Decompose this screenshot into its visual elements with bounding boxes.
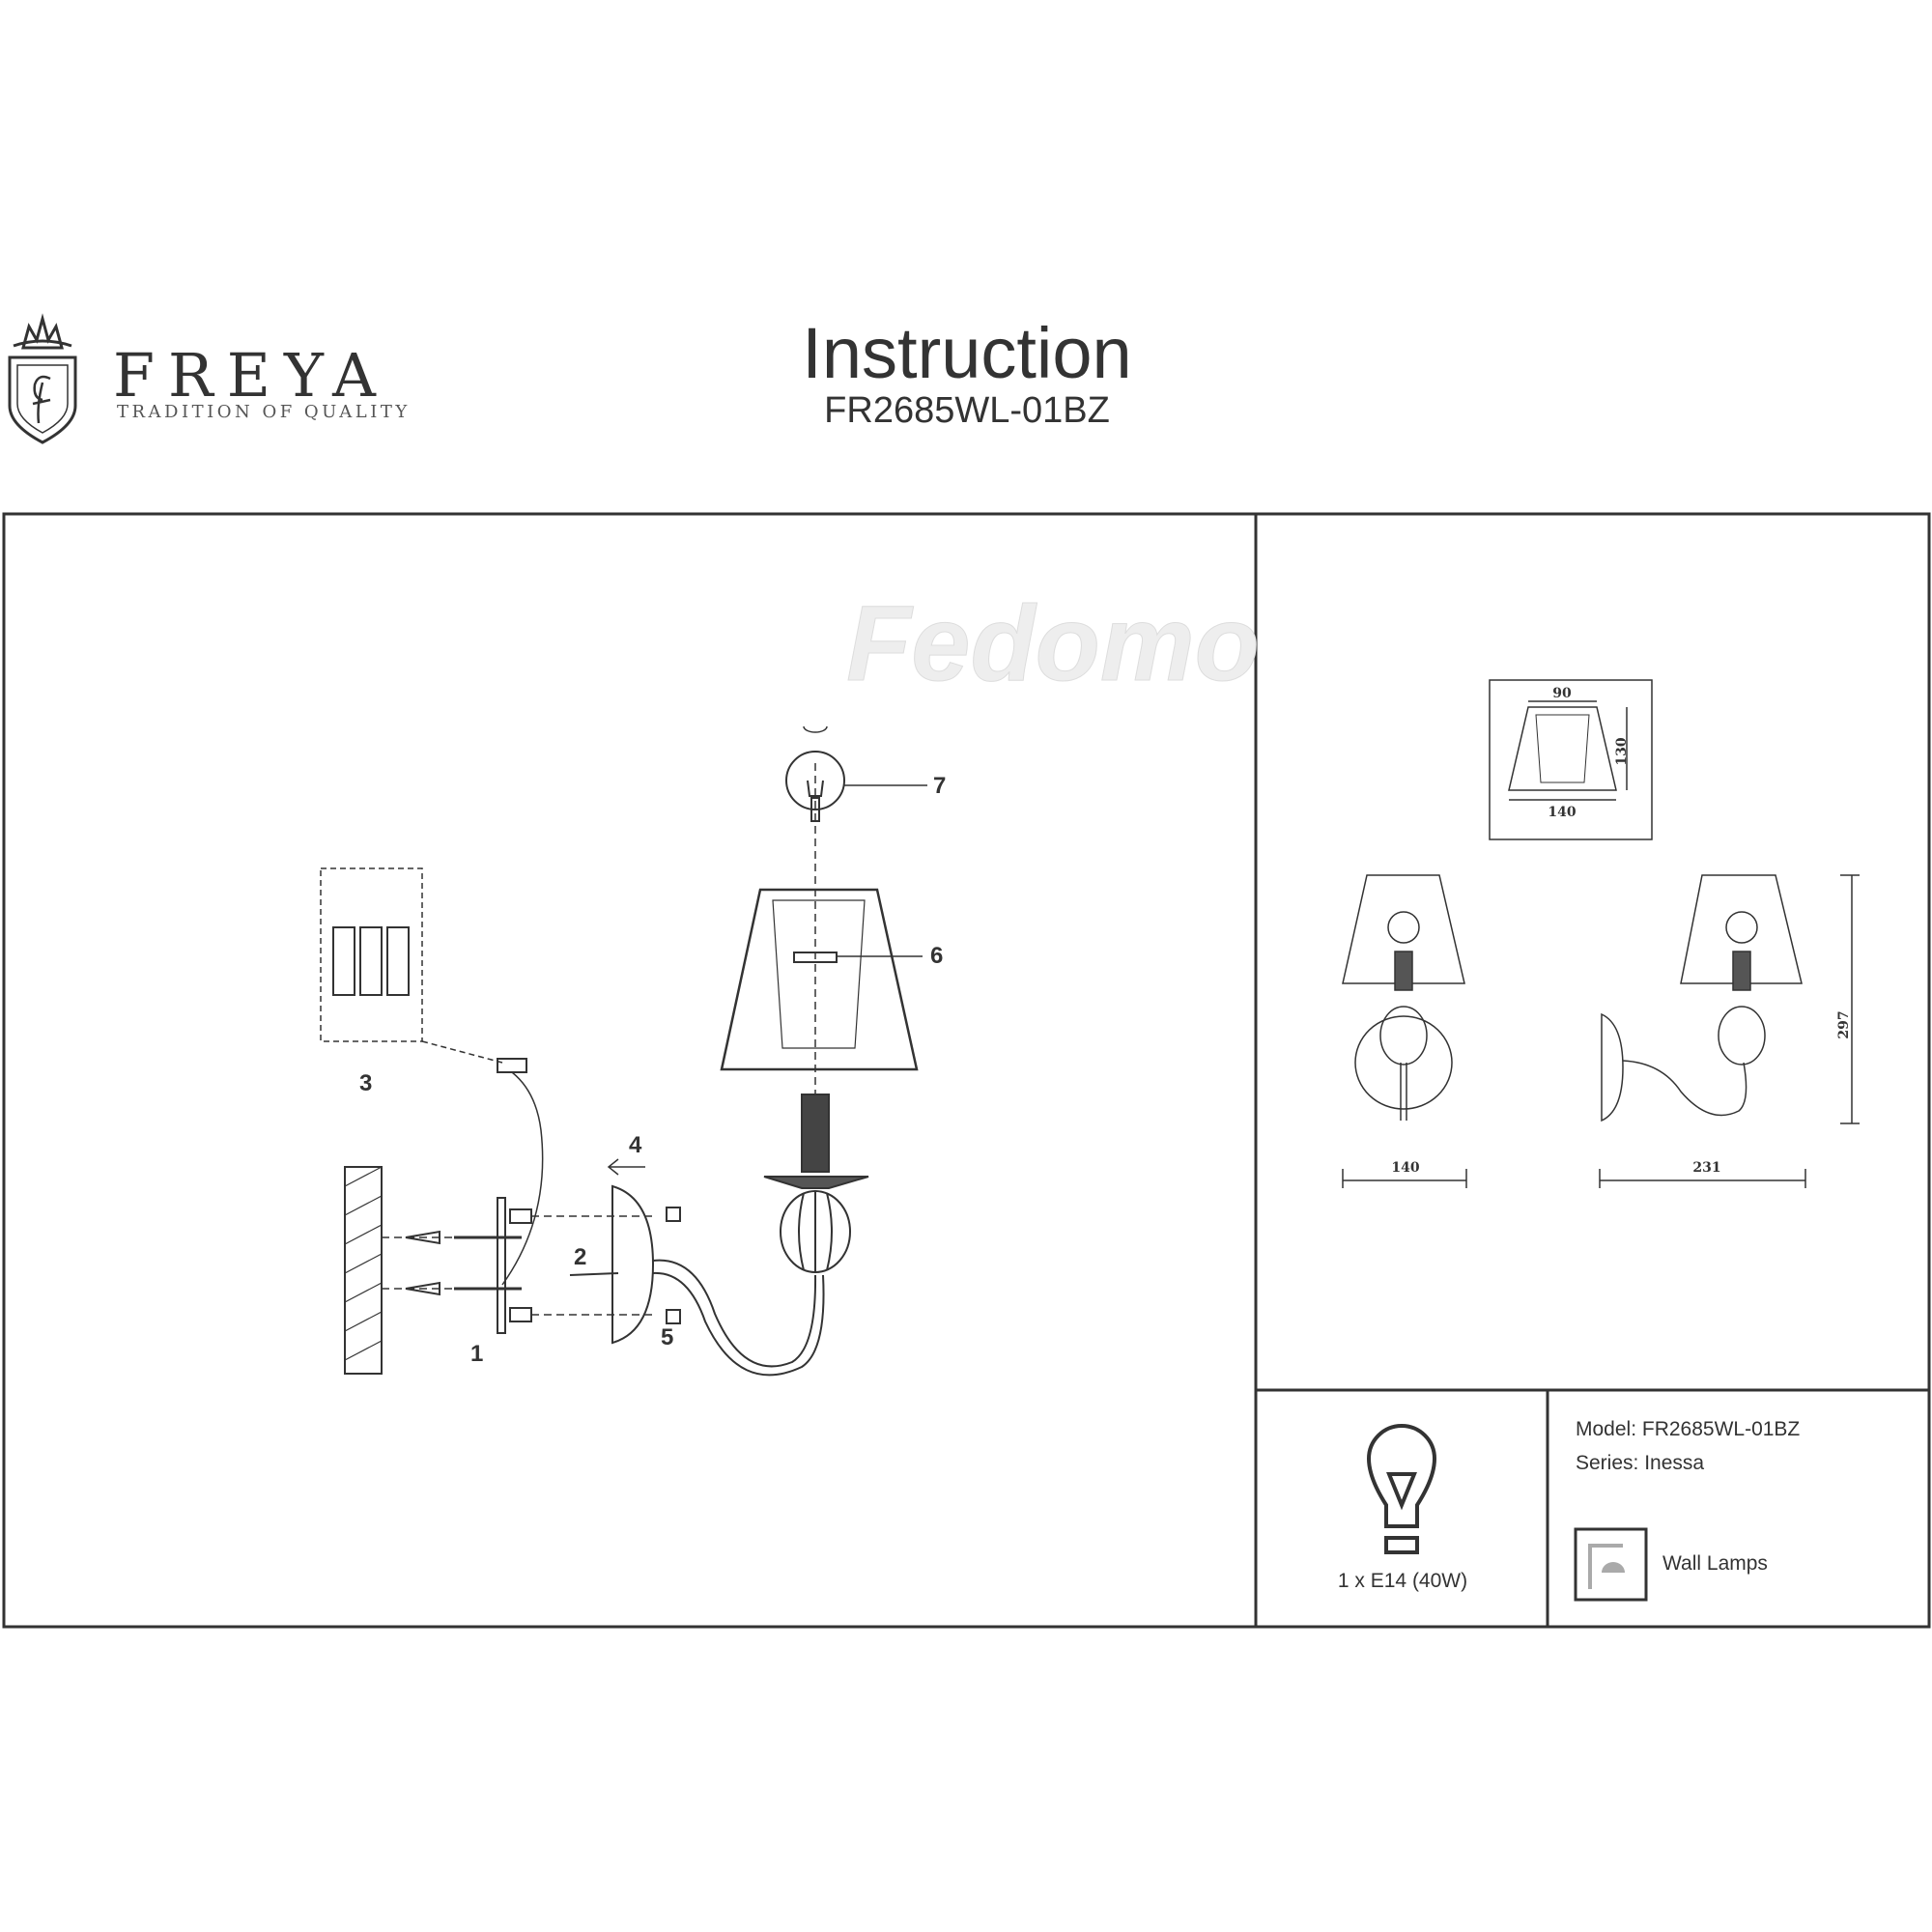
brand-name: FREYA (113, 340, 389, 411)
callout-1: 1 (470, 1341, 484, 1367)
dim-shade-height: 130 (1614, 737, 1630, 766)
assembly-diagram (320, 725, 927, 1377)
bulb-spec: 1 x E14 (40W) (1337, 1570, 1468, 1592)
callout-2: 2 (574, 1244, 587, 1270)
canopy (611, 1184, 655, 1345)
dim-shade-bottom: 140 (1548, 805, 1577, 820)
model-line: Model: FR2685WL-01BZ (1576, 1418, 1801, 1440)
callout-7: 7 (933, 773, 947, 799)
dim-front-width: 140 (1391, 1160, 1420, 1176)
dim-total-height: 297 (1836, 1010, 1852, 1039)
brand-tagline: TRADITION OF QUALITY (117, 402, 411, 422)
callout-6: 6 (930, 943, 944, 969)
shade (720, 888, 919, 1071)
terminal-block (320, 867, 423, 1042)
callout-5: 5 (661, 1324, 674, 1350)
wall-hatch (344, 1166, 383, 1375)
mounting-plate (497, 1197, 506, 1334)
wall-lamp-icon (1574, 1527, 1648, 1602)
front-view-drawing (1342, 874, 1467, 1188)
page-title: Instruction (802, 313, 1132, 393)
side-view-drawing (1599, 874, 1860, 1188)
socket (801, 1094, 830, 1173)
dim-side-depth: 231 (1692, 1160, 1721, 1176)
freya-logo-icon (8, 313, 77, 444)
frame (2, 512, 1931, 1629)
shade-dimension-drawing (1489, 679, 1653, 840)
bulb (785, 751, 845, 810)
watermark: Fedomo (846, 584, 1261, 703)
callout-3: 3 (359, 1070, 373, 1096)
series-line: Series: Inessa (1576, 1452, 1705, 1474)
callout-4: 4 (629, 1132, 642, 1158)
bulb-icon (1366, 1424, 1437, 1554)
dim-shade-top: 90 (1552, 686, 1572, 701)
model-code: FR2685WL-01BZ (824, 390, 1110, 431)
category-label: Wall Lamps (1662, 1552, 1768, 1575)
